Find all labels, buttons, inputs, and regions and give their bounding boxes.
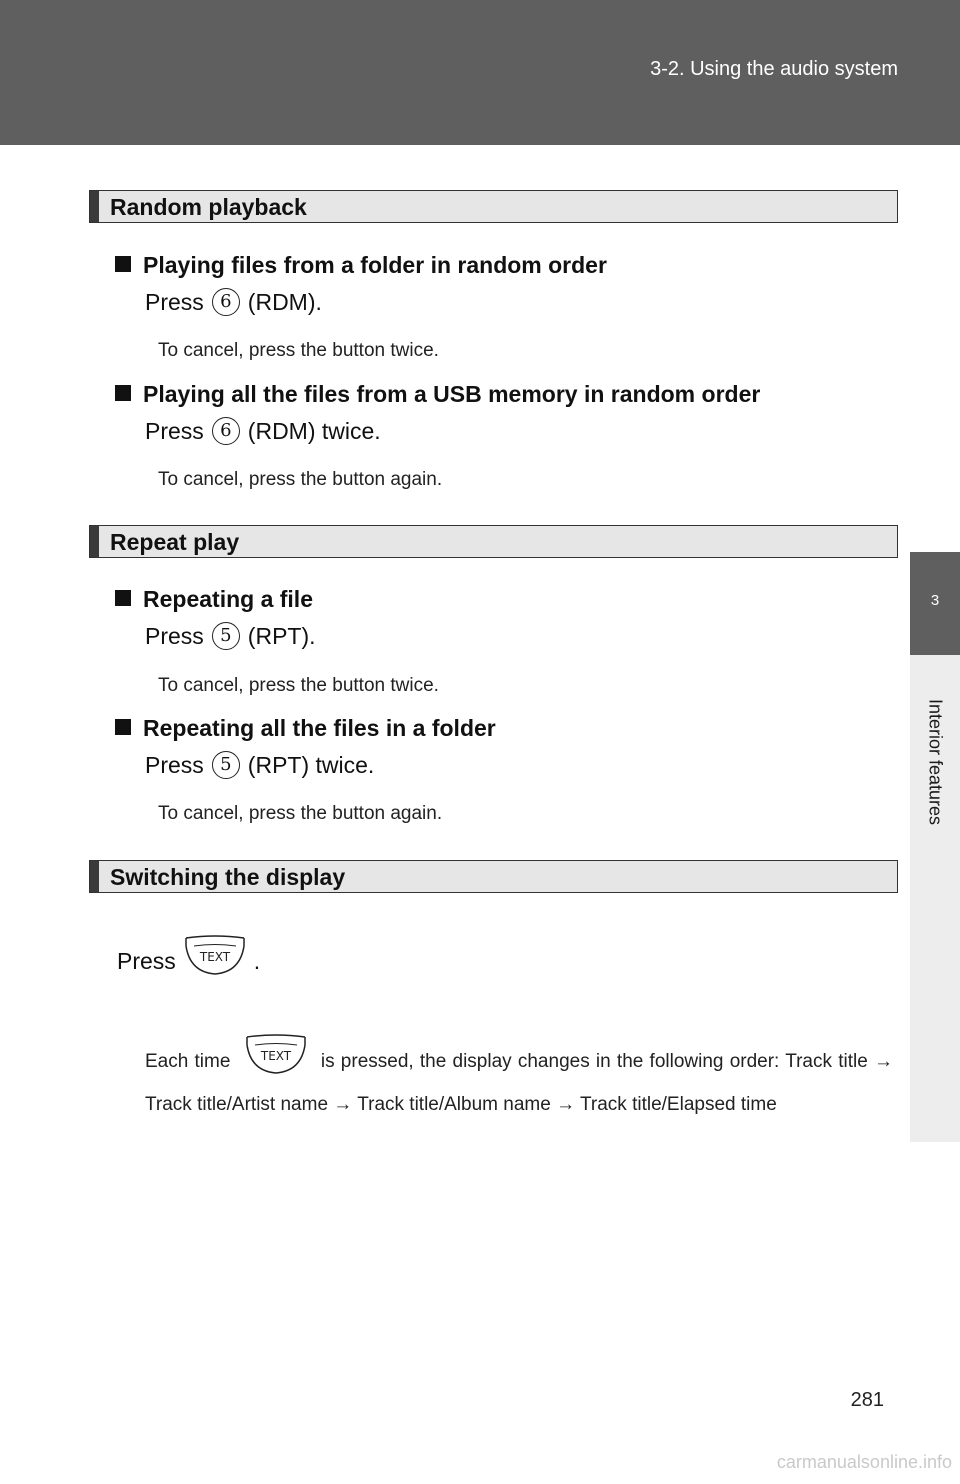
press-instruction: Press TEXT . xyxy=(117,934,260,988)
chapter-tab: 3 Interior features xyxy=(910,552,960,1142)
button-5-icon: 5 xyxy=(211,751,240,779)
chapter-number: 3 xyxy=(930,592,940,609)
button-6-icon: 6 xyxy=(211,417,240,445)
display-order-paragraph: Each time TEXT is pressed, the display c… xyxy=(145,1033,893,1119)
cancel-note: To cancel, press the button again. xyxy=(158,469,443,490)
watermark: carmanualsonline.info xyxy=(776,1452,952,1472)
chapter-tab-label-block: Interior features xyxy=(910,655,960,1142)
section-title: Switching the display xyxy=(110,864,346,890)
text-button-icon: TEXT xyxy=(241,1033,311,1090)
section-bar-random: Random playback xyxy=(89,190,898,223)
press-instruction: Press 6 (RDM). xyxy=(145,288,322,316)
svg-text:TEXT: TEXT xyxy=(260,1049,292,1063)
section-bar-repeat: Repeat play xyxy=(89,525,898,558)
press-instruction: Press 5 (RPT) twice. xyxy=(145,751,375,779)
svg-text:TEXT: TEXT xyxy=(199,950,231,964)
subheading: Playing all the files from a USB memory … xyxy=(115,381,760,408)
square-bullet-icon xyxy=(115,719,131,735)
square-bullet-icon xyxy=(115,385,131,401)
chapter-name: Interior features xyxy=(925,698,946,826)
button-5-icon: 5 xyxy=(211,622,240,650)
subheading: Repeating a file xyxy=(115,586,313,613)
cancel-note: To cancel, press the button twice. xyxy=(158,675,439,696)
cancel-note: To cancel, press the button again. xyxy=(158,803,443,824)
button-6-icon: 6 xyxy=(211,288,240,316)
press-instruction: Press 6 (RDM) twice. xyxy=(145,417,381,445)
press-instruction: Press 5 (RPT). xyxy=(145,622,316,650)
section-title: Random playback xyxy=(110,194,307,220)
page-number: 281 xyxy=(850,1389,884,1411)
section-bar-display: Switching the display xyxy=(89,860,898,893)
cancel-note: To cancel, press the button twice. xyxy=(158,340,439,361)
section-header: 3-2. Using the audio system xyxy=(650,58,898,80)
text-button-icon: TEXT xyxy=(180,934,250,988)
subheading: Playing files from a folder in random or… xyxy=(115,252,607,279)
section-title: Repeat play xyxy=(110,529,240,555)
header-band: 3-2. Using the audio system xyxy=(0,0,960,145)
chapter-tab-number-block: 3 xyxy=(910,552,960,655)
subheading: Repeating all the files in a folder xyxy=(115,715,496,742)
square-bullet-icon xyxy=(115,590,131,606)
square-bullet-icon xyxy=(115,256,131,272)
